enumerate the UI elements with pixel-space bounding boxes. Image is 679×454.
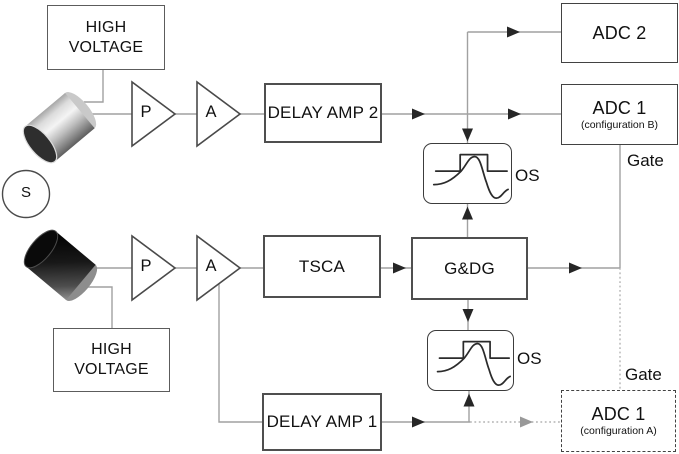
adc-2-label: ADC 2 bbox=[592, 22, 647, 43]
amp-top-label: A bbox=[205, 103, 217, 121]
delay-amp-2-label: DELAY AMP 2 bbox=[267, 103, 379, 122]
arrowhead-down-icon bbox=[462, 128, 473, 142]
preamp-bottom-label: P bbox=[140, 257, 152, 275]
pulse-waveform-icon bbox=[436, 340, 511, 387]
high-voltage-top-label: HIGH VOLTAGE bbox=[68, 18, 144, 56]
adc-1-config-b-box: ADC 1 (configuration B) bbox=[561, 84, 678, 145]
dotted-gate-wires bbox=[470, 268, 621, 423]
os-bottom-label: OS bbox=[517, 349, 542, 368]
gdg-label: G&DG bbox=[444, 258, 495, 278]
source-circle bbox=[1, 169, 51, 219]
gdg-box: G&DG bbox=[411, 237, 528, 300]
arrowhead-right-icon bbox=[569, 262, 582, 274]
arrowhead-right-icon bbox=[412, 416, 425, 428]
arrowhead-up-icon bbox=[463, 393, 475, 407]
amp-bottom-triangle bbox=[196, 234, 242, 302]
arrowhead-right-icon bbox=[508, 108, 521, 120]
arrowhead-right-icon bbox=[393, 262, 406, 274]
os-top-label: OS bbox=[515, 166, 540, 185]
adc-1-config-a-sublabel: (configuration A) bbox=[580, 425, 657, 438]
arrowhead-muted-right-icon bbox=[520, 416, 533, 428]
gate-top-label: Gate bbox=[627, 151, 664, 170]
adc-1-config-b-sublabel: (configuration B) bbox=[580, 118, 659, 131]
arrowhead-right-icon bbox=[412, 108, 425, 120]
preamp-bottom-triangle bbox=[131, 234, 177, 302]
source-label: S bbox=[20, 184, 31, 201]
preamp-top-triangle bbox=[131, 80, 177, 148]
detector-cylinder-bottom bbox=[23, 229, 98, 301]
amp-top-triangle bbox=[196, 80, 242, 148]
adc-1-config-a-label: ADC 1 bbox=[591, 404, 646, 425]
adc-1-config-a-box: ADC 1 (configuration A) bbox=[561, 390, 676, 452]
amp-bottom-label: A bbox=[205, 257, 217, 275]
os-bottom-box bbox=[427, 330, 514, 391]
preamp-top-label: P bbox=[140, 103, 152, 121]
pulse-waveform-icon bbox=[432, 153, 509, 200]
delay-amp-2-box: DELAY AMP 2 bbox=[264, 83, 382, 143]
delay-amp-1-label: DELAY AMP 1 bbox=[266, 412, 378, 431]
adc-1-config-b-label: ADC 1 bbox=[592, 97, 647, 118]
high-voltage-bottom-label: HIGH VOLTAGE bbox=[74, 341, 149, 378]
high-voltage-bottom-box: HIGH VOLTAGE bbox=[53, 328, 170, 392]
tsca-label: TSCA bbox=[298, 256, 346, 276]
amplifier-triangles bbox=[131, 80, 242, 302]
arrowhead-down-icon bbox=[462, 309, 474, 322]
arrowheads bbox=[393, 26, 582, 428]
tsca-box: TSCA bbox=[263, 235, 381, 298]
arrowhead-right-icon bbox=[507, 26, 520, 38]
adc-2-box: ADC 2 bbox=[561, 3, 678, 63]
high-voltage-top-box: HIGH VOLTAGE bbox=[47, 5, 165, 70]
delay-amp-1-box: DELAY AMP 1 bbox=[262, 393, 382, 451]
os-top-box bbox=[423, 143, 512, 204]
gate-bottom-label: Gate bbox=[625, 365, 662, 384]
detector-cylinder-top bbox=[22, 92, 97, 164]
arrowhead-up-icon bbox=[462, 206, 473, 220]
